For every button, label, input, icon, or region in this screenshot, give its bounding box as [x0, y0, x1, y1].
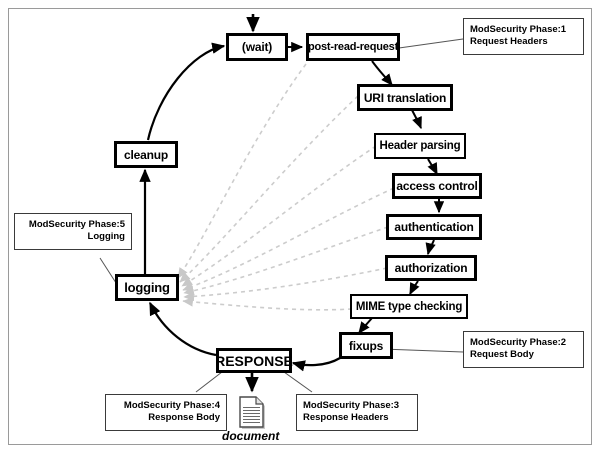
node-post-read-request[interactable]: post-read-request	[306, 33, 400, 61]
node-fixups-label: fixups	[348, 338, 384, 353]
note-modsecurity-phase-5: ModSecurity Phase:5 Logging	[14, 213, 132, 250]
node-fixups[interactable]: fixups	[339, 332, 393, 359]
node-response-label: RESPONSE	[215, 352, 293, 369]
node-header-parsing[interactable]: Header parsing	[374, 133, 466, 159]
node-cleanup[interactable]: cleanup	[114, 141, 178, 168]
note-modsecurity-phase-1: ModSecurity Phase:1 Request Headers	[463, 18, 584, 55]
node-uri-translation[interactable]: URI translation	[357, 84, 453, 111]
node-access-control-label: access control	[396, 179, 478, 193]
document-page-icon	[239, 396, 265, 429]
note-phase-3-line2: Response Headers	[303, 412, 389, 423]
node-response[interactable]: RESPONSE	[215, 348, 293, 373]
note-modsecurity-phase-3: ModSecurity Phase:3 Response Headers	[296, 394, 418, 431]
node-authentication[interactable]: authentication	[386, 214, 482, 240]
node-mime-type-checking-label: MIME type checking	[355, 300, 463, 313]
node-authentication-label: authentication	[394, 220, 474, 234]
note-modsecurity-phase-4: ModSecurity Phase:4 Response Body	[105, 394, 227, 431]
note-phase-4-line2: Response Body	[148, 412, 220, 423]
note-phase-2-line1: ModSecurity Phase:2	[470, 337, 567, 348]
note-phase-1-line1: ModSecurity Phase:1	[470, 24, 567, 35]
node-wait[interactable]: (wait)	[226, 33, 288, 61]
node-logging[interactable]: logging	[115, 274, 179, 301]
note-phase-4-line1: ModSecurity Phase:4	[123, 400, 220, 411]
document-label: document	[222, 429, 280, 443]
node-wait-label: (wait)	[241, 40, 273, 54]
node-header-parsing-label: Header parsing	[379, 140, 461, 152]
note-phase-1-line2: Request Headers	[470, 36, 548, 47]
node-post-read-request-label: post-read-request	[307, 41, 399, 53]
node-logging-label: logging	[124, 280, 170, 295]
node-authorization-label: authorization	[394, 261, 468, 275]
node-uri-translation-label: URI translation	[363, 90, 447, 105]
note-phase-5-line2: Logging	[87, 231, 125, 242]
note-phase-2-line2: Request Body	[470, 349, 534, 360]
node-mime-type-checking[interactable]: MIME type checking	[350, 294, 468, 319]
node-access-control[interactable]: access control	[392, 173, 482, 199]
node-authorization[interactable]: authorization	[385, 255, 477, 281]
note-phase-3-line1: ModSecurity Phase:3	[303, 400, 400, 411]
note-modsecurity-phase-2: ModSecurity Phase:2 Request Body	[463, 331, 584, 368]
note-phase-5-line1: ModSecurity Phase:5	[28, 219, 125, 230]
node-cleanup-label: cleanup	[124, 147, 168, 162]
